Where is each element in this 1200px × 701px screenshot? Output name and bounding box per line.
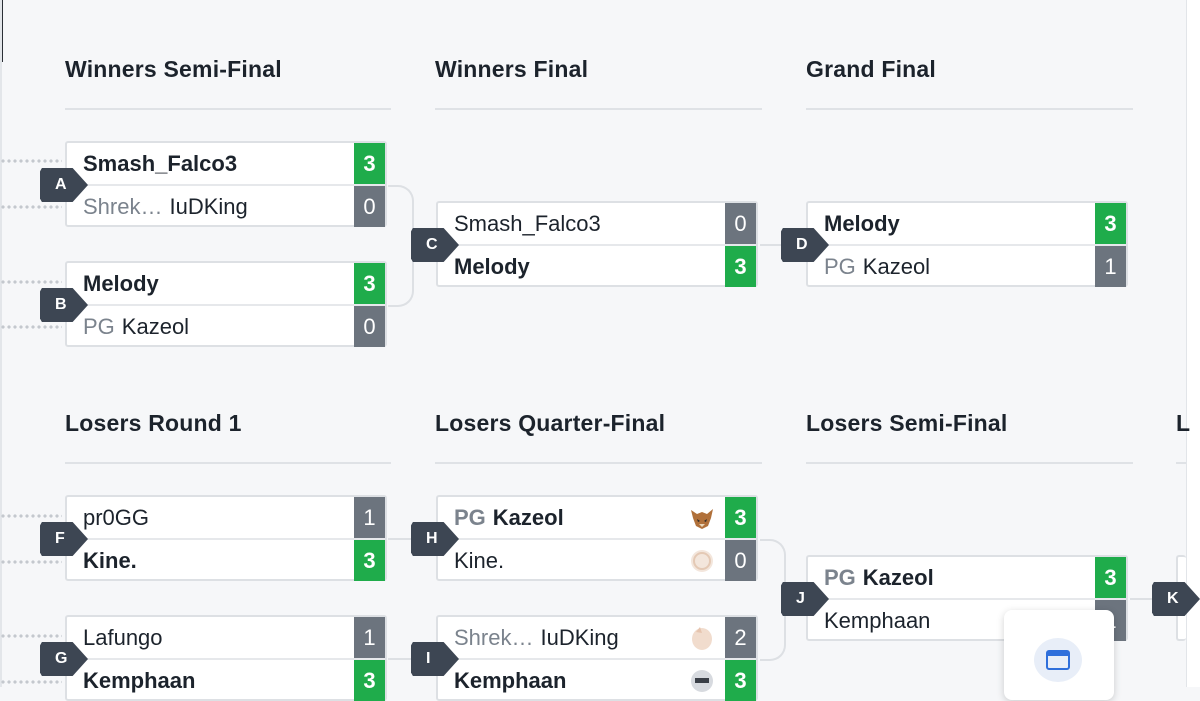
round-divider — [1176, 462, 1186, 464]
round-title-losers-r1: Losers Round 1 — [65, 410, 242, 436]
score-badge: 0 — [725, 203, 756, 244]
character-icon — [691, 550, 713, 572]
incoming-dotted-line — [0, 680, 62, 684]
incoming-dotted-line — [0, 634, 62, 638]
round-divider — [806, 462, 1133, 464]
score-badge: 1 — [354, 497, 385, 538]
player-slot[interactable]: PG Kazeol 3 — [438, 497, 756, 540]
player-name: IuDKing — [169, 193, 248, 219]
player-name: Kazeol — [862, 253, 931, 279]
team-prefix: Shrek… — [454, 624, 534, 650]
window-button[interactable] — [1034, 638, 1082, 682]
player-slot[interactable]: Melody 3 — [438, 246, 756, 287]
player-name: Kine. — [83, 547, 137, 573]
player-slot[interactable]: Kemphaan 3 — [438, 660, 756, 701]
round-title-winners-final: Winners Final — [435, 56, 589, 82]
match-card-f[interactable]: pr0GG 1 Kine. 3 — [65, 495, 387, 581]
incoming-dotted-line — [0, 560, 62, 564]
character-icon — [691, 670, 713, 692]
incoming-dotted-line — [0, 514, 62, 518]
score-badge: 0 — [725, 540, 756, 581]
incoming-dotted-line — [0, 205, 62, 209]
score-badge: 3 — [354, 263, 385, 304]
round-divider — [806, 108, 1133, 110]
match-card-i[interactable]: Shrek… IuDKing 2 Kemphaan 3 — [436, 615, 758, 701]
score-badge: 3 — [725, 497, 756, 538]
player-name: Kemphaan — [83, 667, 196, 693]
bracket-connector — [1130, 598, 1160, 600]
player-slot[interactable]: pr0GG 1 — [67, 497, 385, 540]
player-name: Kazeol — [492, 504, 564, 530]
team-prefix: Shrek… — [83, 193, 163, 219]
score-badge: 3 — [354, 143, 385, 184]
round-title-grand-final: Grand Final — [806, 56, 936, 82]
player-slot[interactable]: Shrek… IuDKing 2 — [438, 617, 756, 660]
player-slot[interactable]: PG Kazeol 3 — [808, 557, 1126, 600]
player-slot[interactable]: Melody 3 — [808, 203, 1126, 246]
player-name: Melody — [83, 270, 159, 296]
player-name: Kine. — [454, 547, 505, 573]
round-title-losers-next: L — [1176, 410, 1191, 436]
player-slot[interactable]: Smash_Falco3 3 — [67, 143, 385, 186]
bracket-connector — [388, 185, 414, 307]
left-border — [0, 0, 2, 687]
team-prefix: PG — [454, 504, 486, 530]
character-icon — [692, 627, 712, 650]
score-badge: 0 — [354, 306, 385, 347]
player-name: Melody — [454, 253, 530, 279]
player-slot[interactable]: Smash_Falco3 0 — [438, 203, 756, 246]
score-badge: 3 — [1095, 557, 1126, 598]
player-slot[interactable]: PG Kazeol 0 — [67, 306, 385, 347]
player-name: Kemphaan — [454, 667, 567, 693]
score-badge: 2 — [725, 617, 756, 658]
match-card-g[interactable]: Lafungo 1 Kemphaan 3 — [65, 615, 387, 701]
player-slot[interactable]: Kine. 3 — [67, 540, 385, 581]
player-slot[interactable]: Kemphaan 3 — [67, 660, 385, 701]
match-card-h[interactable]: PG Kazeol 3 Kine. 0 — [436, 495, 758, 581]
round-divider — [435, 108, 762, 110]
score-badge: 3 — [354, 660, 385, 701]
match-card-d[interactable]: Melody 3 PG Kazeol 1 — [806, 201, 1128, 287]
round-divider — [65, 462, 391, 464]
score-badge: 0 — [354, 186, 385, 227]
match-card-a[interactable]: Smash_Falco3 3 Shrek… IuDKing 0 — [65, 141, 387, 227]
player-name: Kemphaan — [824, 607, 931, 633]
player-name: Lafungo — [83, 624, 163, 650]
player-name: pr0GG — [83, 504, 150, 530]
incoming-dotted-line — [0, 159, 62, 163]
team-prefix: PG — [824, 253, 856, 279]
player-slot[interactable]: PG Kazeol 1 — [808, 246, 1126, 287]
score-badge: 1 — [354, 617, 385, 658]
score-badge: 3 — [725, 246, 756, 287]
player-name: Smash_Falco3 — [454, 210, 601, 236]
player-slot[interactable]: Kine. 0 — [438, 540, 756, 581]
right-scroll-edge[interactable] — [1186, 0, 1200, 687]
player-name: Smash_Falco3 — [83, 150, 238, 176]
match-card-c[interactable]: Smash_Falco3 0 Melody 3 — [436, 201, 758, 287]
round-title-losers-qf: Losers Quarter-Final — [435, 410, 666, 436]
round-title-losers-sf: Losers Semi-Final — [806, 410, 1008, 436]
fox-icon — [691, 509, 713, 529]
score-badge: 3 — [354, 540, 385, 581]
score-badge: 3 — [725, 660, 756, 701]
incoming-dotted-line — [0, 325, 62, 329]
player-slot[interactable]: Shrek… IuDKing 0 — [67, 186, 385, 227]
player-name: Kazeol — [121, 313, 190, 339]
round-divider — [65, 108, 391, 110]
incoming-dotted-line — [0, 280, 62, 284]
score-badge: 1 — [1095, 246, 1126, 287]
team-prefix: PG — [824, 564, 856, 590]
score-badge: 3 — [1095, 203, 1126, 244]
team-prefix: PG — [83, 313, 115, 339]
player-name: IuDKing — [540, 624, 619, 650]
player-slot[interactable]: Lafungo 1 — [67, 617, 385, 660]
player-slot[interactable]: Melody 3 — [67, 263, 385, 306]
round-divider — [435, 462, 762, 464]
window-icon — [1046, 650, 1070, 670]
round-title-winners-semi: Winners Semi-Final — [65, 56, 282, 82]
player-name: Kazeol — [862, 564, 934, 590]
player-name: Melody — [824, 210, 900, 236]
match-card-b[interactable]: Melody 3 PG Kazeol 0 — [65, 261, 387, 347]
